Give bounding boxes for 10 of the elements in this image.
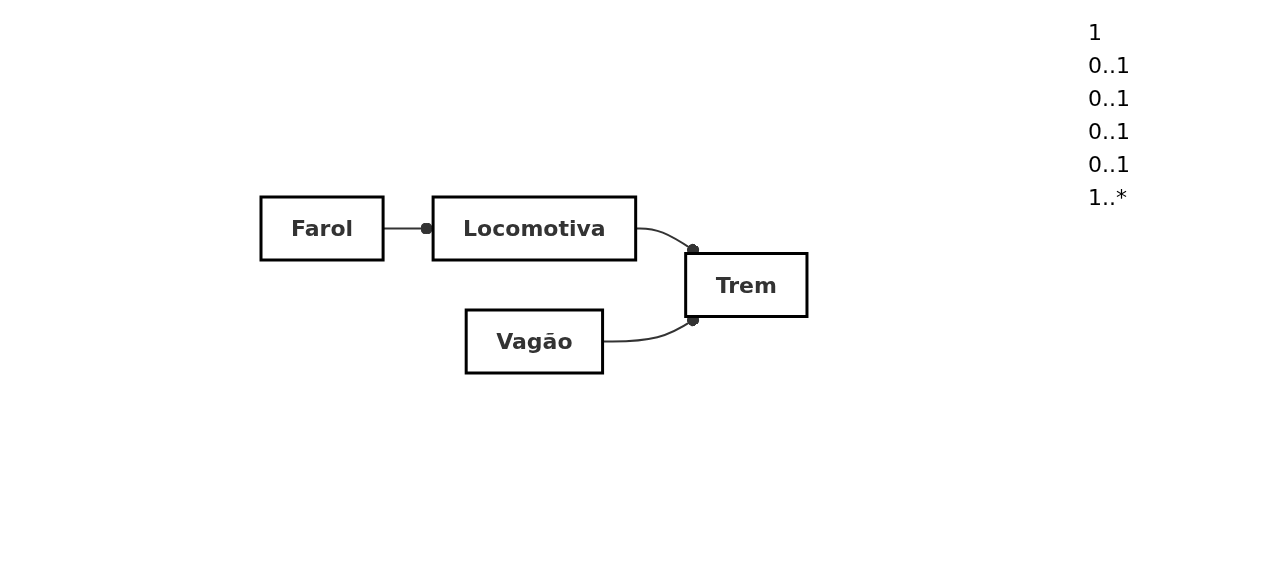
multiplicity-label: 0..1 [1088, 53, 1131, 78]
multiplicity-label: 0..1 [1088, 119, 1131, 144]
multiplicity-label: 1..* [1088, 185, 1128, 210]
node-box: Vagão [464, 308, 605, 374]
node-box: Trem [684, 251, 809, 318]
node-box: Locomotiva [431, 195, 638, 261]
multiplicity-label: 1 [1088, 20, 1103, 45]
multiplicity-label: 0..1 [1088, 86, 1131, 111]
node-box: Farol [259, 195, 385, 261]
multiplicity-label: 0..1 [1088, 152, 1131, 177]
